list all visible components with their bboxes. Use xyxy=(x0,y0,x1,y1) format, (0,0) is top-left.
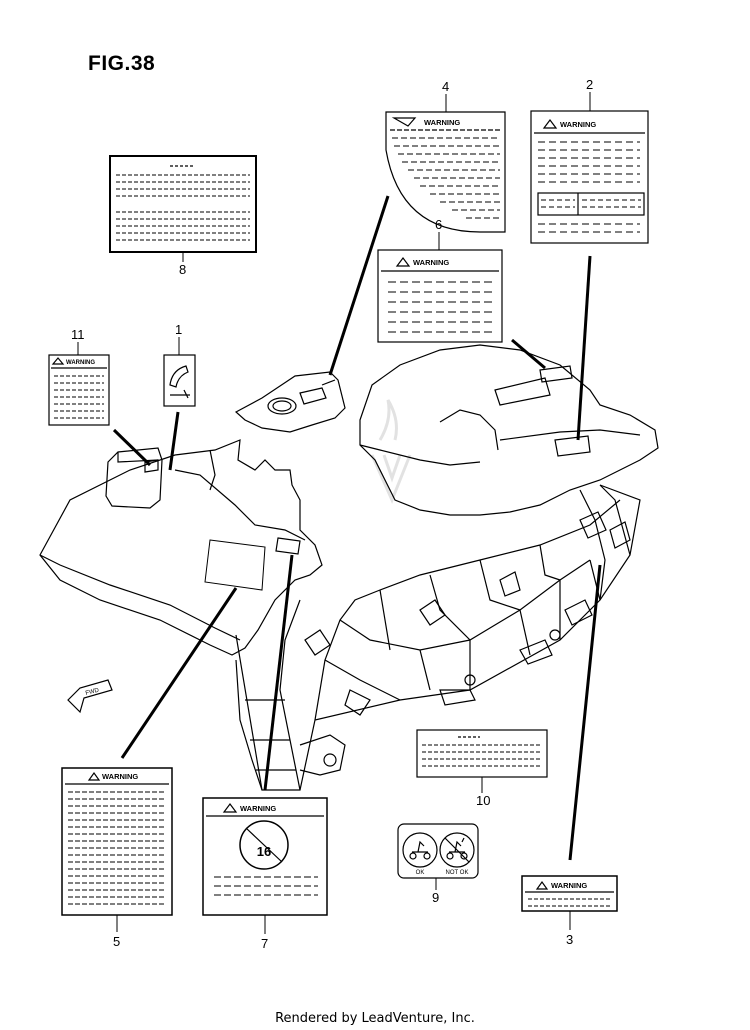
icon9-left-text: OK xyxy=(416,870,425,876)
label-4-warning: WARNING xyxy=(424,118,460,127)
fwd-arrow-icon: FWD xyxy=(67,679,113,714)
callout-numbers: 1 2 3 4 5 6 7 8 9 10 11 xyxy=(71,77,593,951)
callout-6: 6 xyxy=(435,217,442,232)
callout-4: 4 xyxy=(442,79,449,94)
label-7-warning: WARNING xyxy=(240,804,276,813)
age-16-text: 16 xyxy=(257,844,271,859)
label-8[interactable] xyxy=(109,155,257,253)
label-6[interactable]: WARNING xyxy=(377,249,503,343)
label-2[interactable]: WARNING xyxy=(530,110,649,244)
rear-fender xyxy=(359,344,659,516)
ok-rider-icon: OK xyxy=(402,832,438,876)
label-10[interactable] xyxy=(416,729,548,778)
fwd-text: FWD xyxy=(85,687,100,697)
label-5-warning: WARNING xyxy=(102,772,138,781)
figure-title: FIG.38 xyxy=(88,52,156,75)
label-4[interactable]: WARNING xyxy=(385,111,506,233)
not-ok-rider-icon: NOT OK xyxy=(439,832,475,876)
callout-5: 5 xyxy=(113,934,120,949)
fuel-tank-cover xyxy=(234,371,346,433)
callout-stubs xyxy=(77,92,591,934)
watermark-logo xyxy=(370,399,412,504)
age-16-icon: 16 xyxy=(239,820,289,870)
callout-9: 9 xyxy=(432,890,439,905)
label-2-warning: WARNING xyxy=(560,120,596,129)
callout-11: 11 xyxy=(71,327,85,342)
label-3[interactable]: WARNING xyxy=(521,875,618,912)
label-9[interactable]: OK NOT OK xyxy=(397,823,479,879)
callout-7: 7 xyxy=(261,936,268,951)
atv-frame xyxy=(235,484,641,791)
callout-1: 1 xyxy=(175,322,182,337)
footer-credit: Rendered by LeadVenture, Inc. xyxy=(275,1011,475,1026)
callout-2: 2 xyxy=(586,77,593,92)
label-6-warning: WARNING xyxy=(413,258,449,267)
callout-3: 3 xyxy=(566,932,573,947)
label-7[interactable]: WARNING 16 xyxy=(202,797,328,916)
icon9-right-text: NOT OK xyxy=(446,870,469,876)
label-11-warning: WARNING xyxy=(66,360,95,366)
callout-8: 8 xyxy=(179,262,186,277)
callout-10: 10 xyxy=(476,793,490,808)
label-5[interactable]: WARNING xyxy=(61,767,173,916)
label-11[interactable]: WARNING xyxy=(48,354,110,426)
leader-lines xyxy=(112,195,602,861)
front-fender xyxy=(39,439,323,656)
label-3-warning: WARNING xyxy=(551,881,587,890)
label-1[interactable] xyxy=(163,354,196,407)
